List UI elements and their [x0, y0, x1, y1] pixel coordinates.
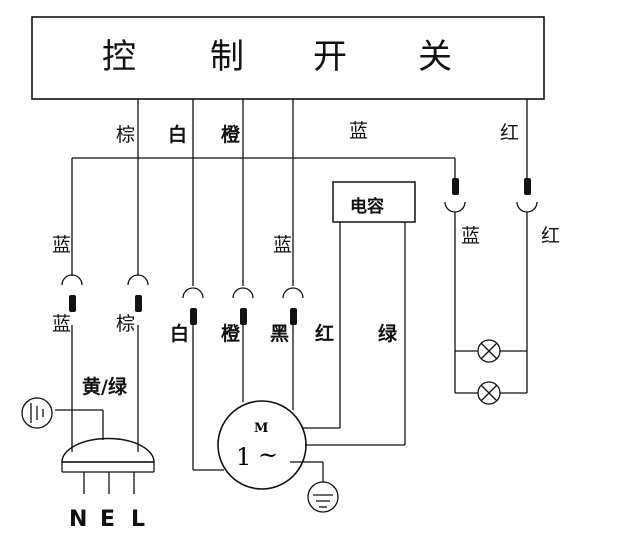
label-blue-plug: 蓝: [52, 313, 72, 335]
switch-title-char-3: 开: [313, 37, 347, 77]
label-blue-top: 蓝: [349, 120, 369, 142]
label-red-right: 红: [541, 225, 561, 247]
capacitor-label: 电容: [350, 197, 384, 217]
lamp-lower: [477, 381, 501, 405]
control-switch-box: [31, 16, 545, 100]
capacitor-box: [332, 181, 416, 223]
label-orange-plug: 橙: [221, 323, 241, 345]
label-blue-right: 蓝: [461, 225, 481, 247]
label-white-plug: 白: [170, 323, 190, 345]
label-yellow-green: 黄/绿: [82, 376, 127, 398]
plug-e-label: E: [100, 507, 116, 532]
plug-n-label: N: [69, 507, 88, 532]
motor-ac-symbol: ~: [258, 441, 279, 469]
label-red-top: 红: [500, 122, 520, 144]
plug-ground-icon: [21, 397, 53, 429]
motor-symbol: M: [254, 421, 269, 436]
motor-phase: 1: [236, 443, 252, 471]
label-red-mid: 红: [315, 323, 335, 345]
label-brown-plug: 棕: [116, 313, 136, 335]
switch-title-char-4: 关: [418, 37, 452, 77]
label-brown-top: 棕: [116, 124, 136, 146]
label-green-mid: 绿: [378, 323, 398, 345]
switch-title-char-2: 制: [210, 37, 244, 77]
motor-ground-icon: [307, 481, 339, 513]
label-blue-left: 蓝: [52, 234, 72, 256]
plug-l-label: L: [131, 507, 146, 532]
power-plug: [61, 437, 155, 463]
label-black-plug: 黑: [270, 323, 290, 345]
label-blue-mid: 蓝: [273, 234, 293, 256]
switch-title-char-1: 控: [102, 37, 136, 77]
label-orange-top: 橙: [221, 124, 241, 146]
label-white-top: 白: [168, 124, 188, 146]
lamp-upper: [477, 339, 501, 363]
